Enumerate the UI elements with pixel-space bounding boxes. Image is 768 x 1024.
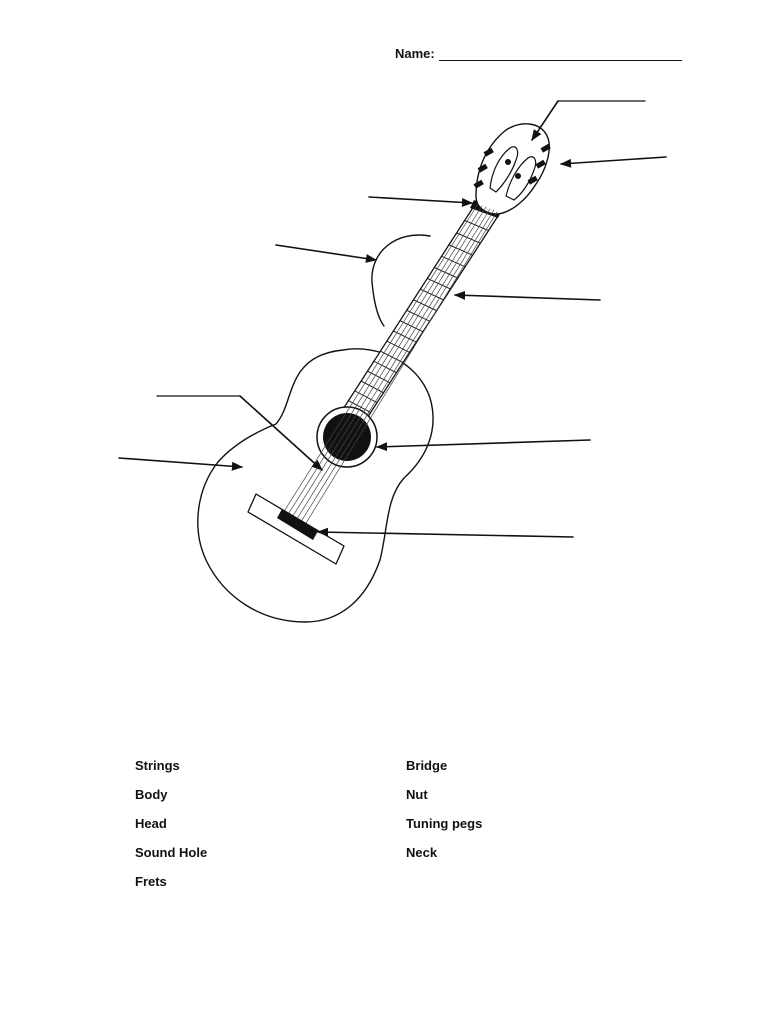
arrow-bridge — [316, 527, 574, 538]
fret-line — [464, 219, 490, 232]
word-bank-item: Nut — [406, 787, 428, 802]
word-bank-item: Strings — [135, 758, 180, 773]
name-blank-line[interactable] — [438, 46, 682, 61]
arrow-strings — [239, 395, 323, 471]
word-bank-item: Bridge — [406, 758, 448, 773]
fret-line — [456, 232, 481, 244]
word-bank-item: Tuning pegs — [406, 816, 483, 831]
guitar-bridge — [247, 493, 345, 565]
neck-arc — [371, 234, 431, 327]
arrow-head — [531, 100, 559, 141]
word-bank-item: Body — [135, 787, 168, 802]
guitar-diagram — [118, 100, 667, 623]
name-label: Name: — [395, 46, 435, 61]
fret-line — [448, 244, 474, 256]
word-bank: Strings Body Head Sound Hole Frets Bridg… — [135, 758, 615, 898]
fret-line — [348, 400, 372, 413]
pointer-arrows — [118, 100, 667, 538]
fret-line — [426, 277, 452, 290]
word-bank-item: Neck — [406, 845, 438, 860]
arrow-neck-arc — [275, 244, 378, 263]
arrow-sound-hole — [375, 439, 591, 452]
guitar-neck — [335, 205, 499, 433]
word-bank-item: Head — [135, 816, 167, 831]
arrow-tuning-pegs — [559, 156, 667, 168]
arrow-nut — [368, 196, 474, 207]
arrow-body — [118, 457, 244, 471]
word-bank-item: Frets — [135, 874, 167, 889]
fret-line — [433, 267, 459, 279]
word-bank-item: Sound Hole — [135, 845, 208, 860]
fret-line — [441, 255, 466, 268]
name-field[interactable]: Name: — [395, 46, 682, 61]
guitar-body-outline — [197, 348, 434, 623]
tuning-pegs — [473, 143, 551, 189]
guitar-head — [473, 123, 551, 215]
arrow-frets — [453, 290, 601, 301]
